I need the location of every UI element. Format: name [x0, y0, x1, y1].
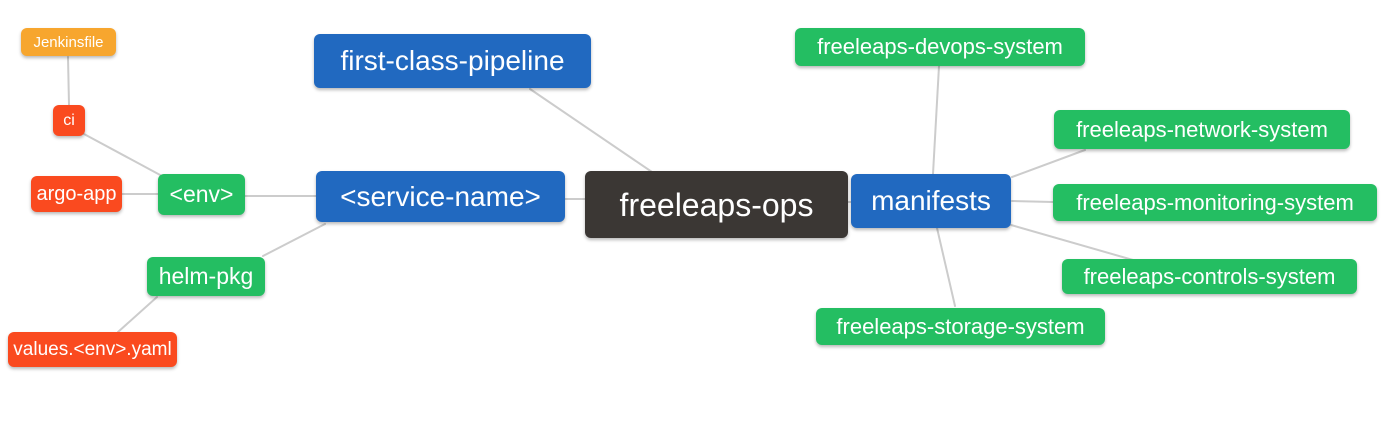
node-jenkinsfile[interactable]: Jenkinsfile	[21, 28, 116, 56]
node-manifests[interactable]: manifests	[851, 174, 1011, 228]
edge-manifests-to-network-system	[1011, 149, 1086, 178]
edge-first-class-pipeline-to-freeleaps-ops	[529, 88, 653, 173]
edge-manifests-to-controls-system	[1010, 224, 1134, 261]
node-values-env-yaml[interactable]: values.<env>.yaml	[8, 332, 177, 367]
node-service-name[interactable]: <service-name>	[316, 171, 565, 222]
node-helm-pkg[interactable]: helm-pkg	[147, 257, 265, 296]
edge-manifests-to-monitoring-system	[1011, 200, 1054, 203]
edge-helm-pkg-to-service-name	[262, 223, 326, 257]
node-network-system[interactable]: freeleaps-network-system	[1054, 110, 1350, 149]
node-first-class-pipeline[interactable]: first-class-pipeline	[314, 34, 591, 88]
edge-ci-to-env	[83, 133, 163, 177]
node-storage-system[interactable]: freeleaps-storage-system	[816, 308, 1105, 345]
edge-manifests-to-storage-system	[936, 227, 956, 307]
node-monitoring-system[interactable]: freeleaps-monitoring-system	[1053, 184, 1377, 221]
node-devops-system[interactable]: freeleaps-devops-system	[795, 28, 1085, 66]
node-env[interactable]: <env>	[158, 174, 245, 215]
edge-manifests-to-devops-system	[932, 65, 940, 175]
node-ci[interactable]: ci	[53, 105, 85, 136]
node-controls-system[interactable]: freeleaps-controls-system	[1062, 259, 1357, 294]
edge-values-env-yaml-to-helm-pkg	[117, 296, 158, 333]
node-freeleaps-ops[interactable]: freeleaps-ops	[585, 171, 848, 238]
edge-jenkinsfile-to-ci	[67, 56, 70, 106]
node-argo-app[interactable]: argo-app	[31, 176, 122, 212]
